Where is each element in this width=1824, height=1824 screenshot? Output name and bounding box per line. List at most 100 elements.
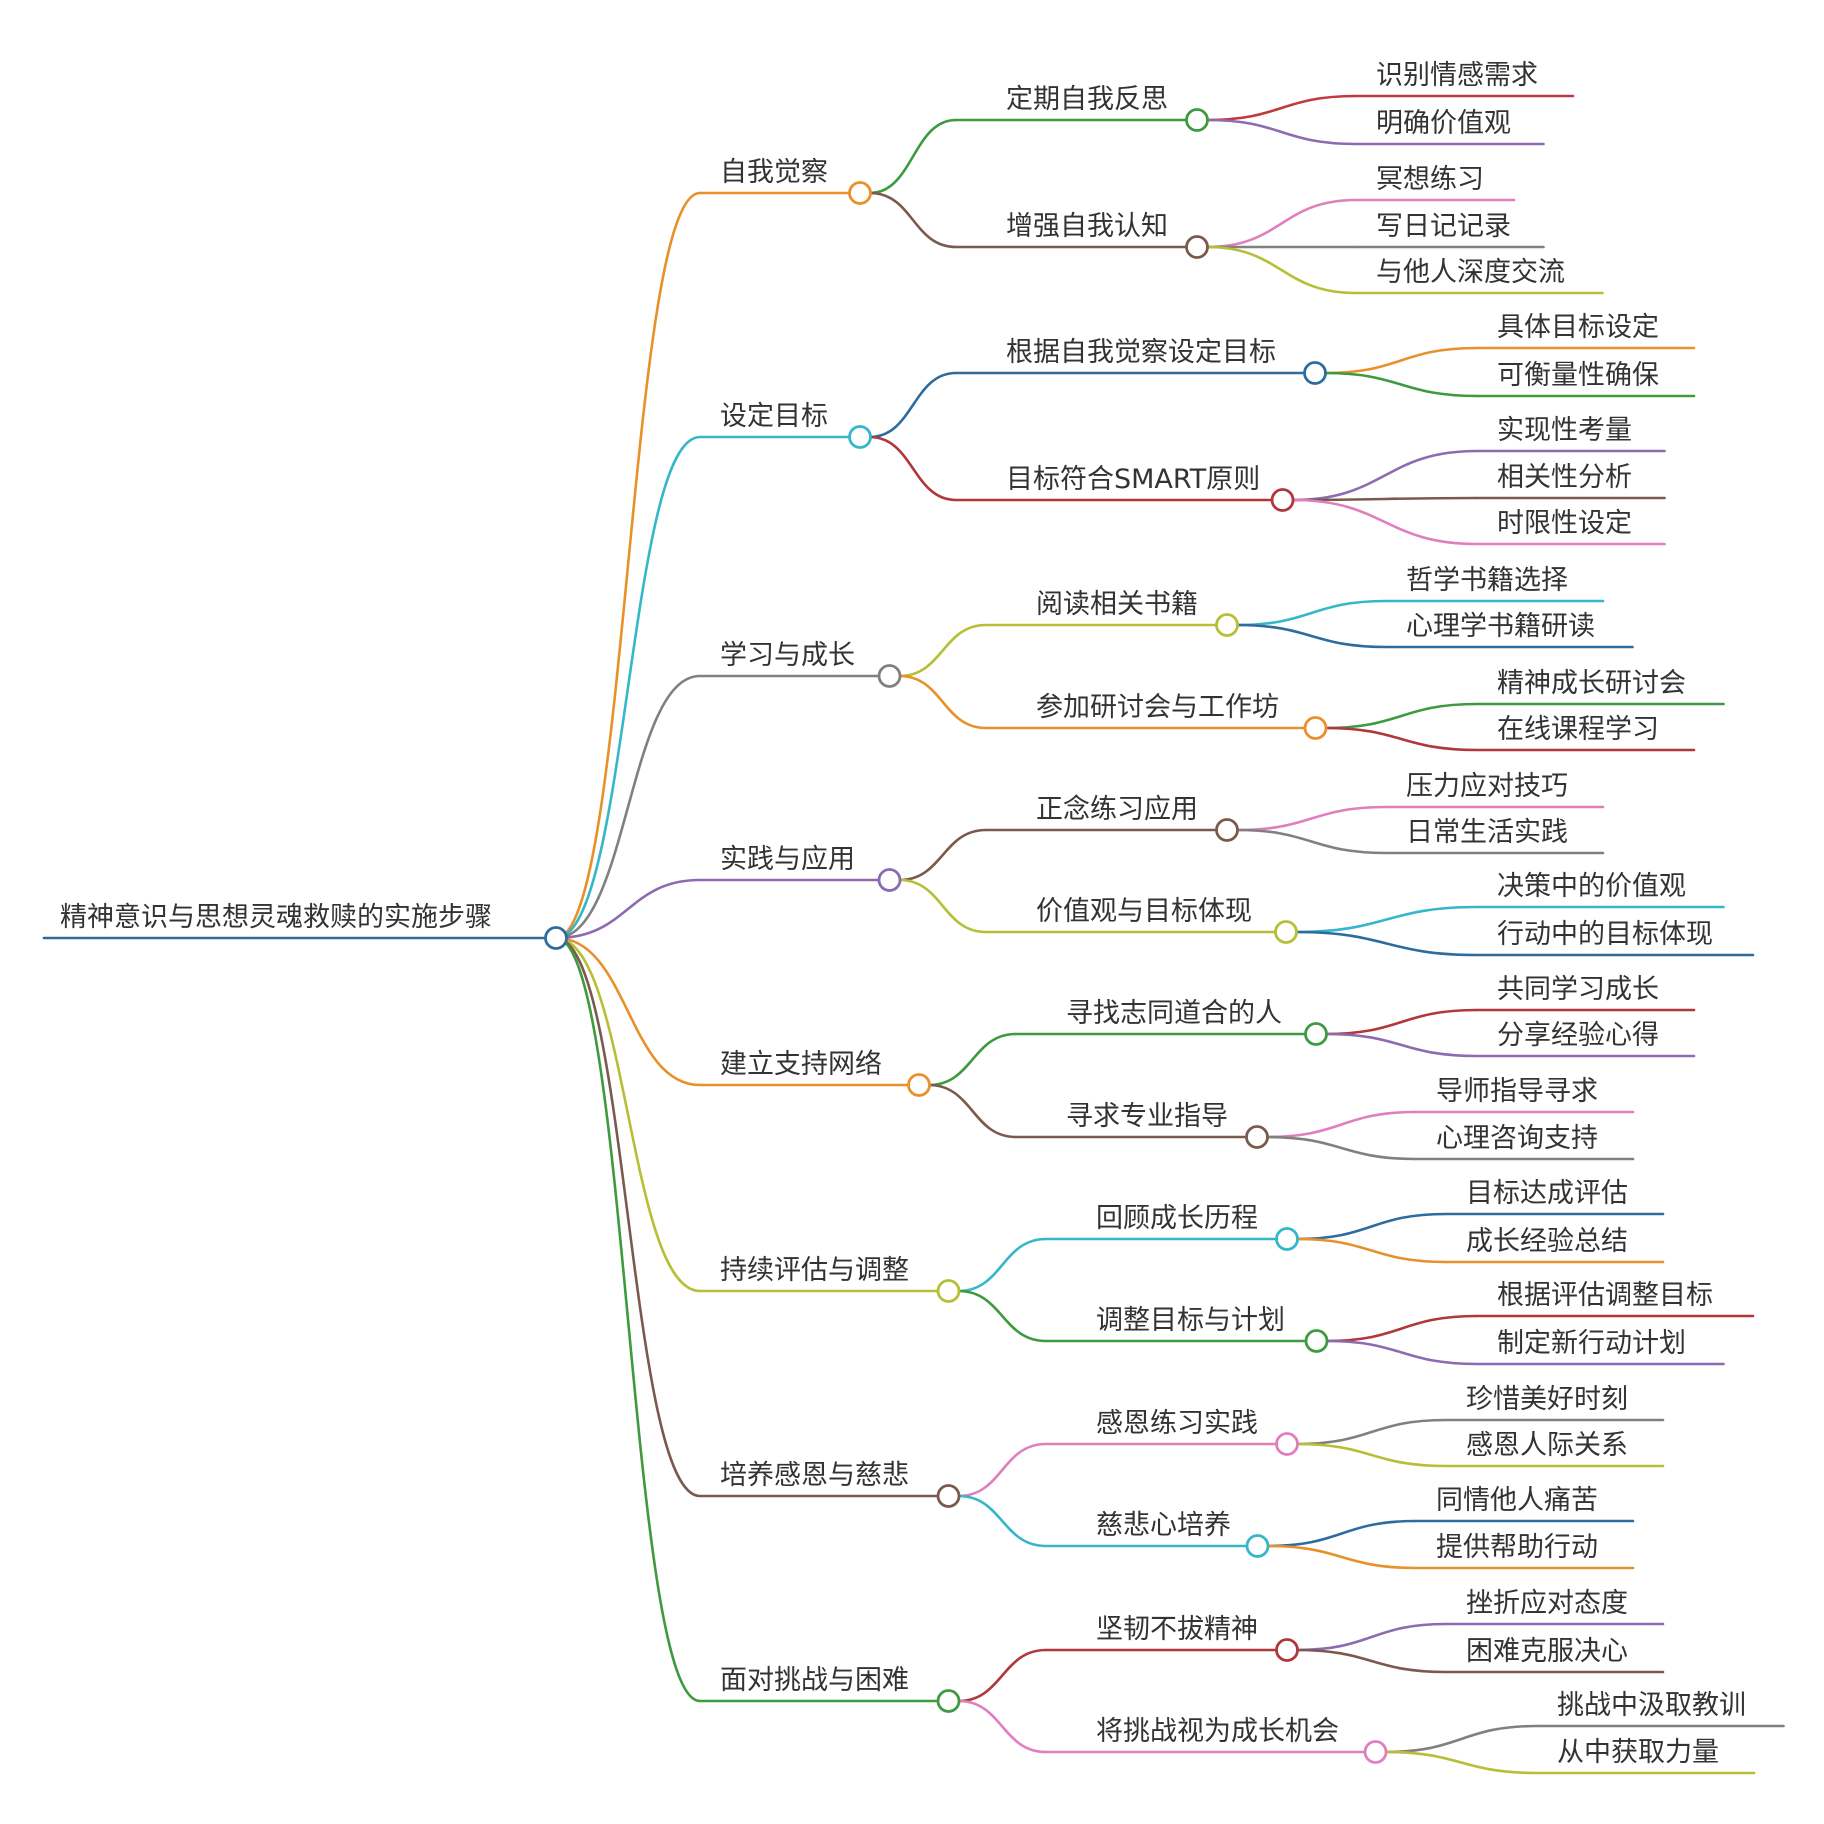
subtopic-node[interactable]	[1274, 920, 1298, 944]
node-circles	[544, 108, 1388, 1764]
leaf-connector	[1325, 1032, 1478, 1058]
leaf-connector	[1266, 1135, 1417, 1161]
leaf-topic: 实现性考量	[1497, 415, 1632, 446]
leaf-topic: 制定新行动计划	[1497, 1328, 1686, 1359]
branch-node[interactable]	[936, 1279, 961, 1303]
leaf-topic: 时限性设定	[1497, 508, 1632, 539]
leaf-connector	[1267, 1519, 1417, 1548]
leaf-topic: 提供帮助行动	[1436, 1532, 1598, 1563]
subtopic-connector	[899, 674, 987, 730]
subtopic: 回顾成长历程	[1096, 1203, 1258, 1234]
leaf-topic: 与他人深度交流	[1376, 257, 1565, 288]
subtopic: 参加研讨会与工作坊	[1036, 692, 1279, 723]
leaf-connector	[1326, 1314, 1478, 1343]
leaf-topic: 感恩人际关系	[1466, 1430, 1628, 1461]
branch-connector	[555, 936, 701, 1087]
subtopic-node[interactable]	[1185, 108, 1209, 132]
branch-node[interactable]	[877, 868, 902, 892]
leaf-topic: 明确价值观	[1376, 108, 1511, 139]
subtopic: 定期自我反思	[1006, 84, 1168, 115]
leaf-topic: 压力应对技巧	[1406, 771, 1568, 802]
leaf-connector	[1296, 1648, 1447, 1674]
branch-node[interactable]	[936, 1689, 961, 1713]
leaf-connector	[1325, 702, 1478, 730]
subtopic-connector	[869, 435, 957, 502]
subtopic-node[interactable]	[1275, 1638, 1299, 1662]
leaf-topic: 挑战中汲取教训	[1557, 1690, 1746, 1721]
subtopic: 目标符合SMART原则	[1006, 464, 1260, 495]
branch-connector	[555, 674, 701, 940]
leaf-connector	[1385, 1750, 1538, 1775]
subtopic-connector	[899, 623, 987, 678]
leaf-connector	[1296, 1442, 1447, 1468]
leaf-connector	[1267, 1544, 1417, 1570]
branch-node[interactable]	[848, 425, 872, 449]
subtopic: 调整目标与计划	[1096, 1305, 1285, 1336]
subtopic: 增强自我认知	[1006, 211, 1168, 242]
subtopic-node[interactable]	[1304, 1329, 1329, 1353]
node-labels: 精神意识与思想灵魂救赎的实施步骤自我觉察定期自我反思识别情感需求明确价值观增强自…	[60, 60, 1746, 1768]
leaf-topic: 根据评估调整目标	[1497, 1280, 1713, 1311]
leaf-topic: 心理学书籍研读	[1406, 611, 1595, 642]
leaf-connector	[1324, 346, 1478, 375]
leaf-topic: 可衡量性确保	[1497, 360, 1659, 391]
subtopic: 坚韧不拔精神	[1096, 1614, 1258, 1645]
leaf-connector	[1296, 1418, 1447, 1446]
subtopic-node[interactable]	[1304, 1022, 1328, 1046]
leaf-connector	[1295, 905, 1478, 934]
leaf-topic: 困难克服决心	[1466, 1636, 1628, 1667]
leaf-connector	[1295, 930, 1478, 957]
leaf-topic: 哲学书籍选择	[1406, 565, 1568, 596]
branch-topic: 持续评估与调整	[720, 1255, 909, 1286]
branch-topic: 面对挑战与困难	[720, 1665, 909, 1696]
subtopic-node[interactable]	[1270, 488, 1295, 512]
subtopic-node[interactable]	[1185, 235, 1209, 259]
leaf-topic: 精神成长研讨会	[1497, 668, 1686, 699]
subtopic-node[interactable]	[1303, 361, 1327, 385]
subtopic-node[interactable]	[1363, 1740, 1388, 1764]
subtopic-node[interactable]	[1275, 1227, 1299, 1251]
subtopic-connector	[869, 118, 957, 195]
subtopic-connector	[958, 1442, 1047, 1498]
subtopic-connector	[869, 371, 957, 439]
subtopic-node[interactable]	[1245, 1125, 1269, 1149]
subtopic-connector	[958, 1289, 1047, 1343]
subtopic-connector	[958, 1699, 1047, 1754]
subtopic-connector	[958, 1648, 1047, 1703]
branch-node[interactable]	[936, 1484, 961, 1508]
leaf-connector	[1292, 449, 1478, 502]
subtopic-node[interactable]	[1275, 1432, 1299, 1456]
root-node[interactable]	[544, 926, 568, 950]
leaf-topic: 识别情感需求	[1376, 60, 1538, 91]
branch-topic: 学习与成长	[720, 640, 855, 671]
branch-node[interactable]	[848, 181, 872, 205]
subtopic-node[interactable]	[1215, 613, 1239, 637]
leaf-connector	[1206, 94, 1357, 122]
branch-topic: 实践与应用	[720, 844, 855, 875]
branch-node[interactable]	[877, 664, 902, 688]
branch-topic: 培养感恩与慈悲	[720, 1460, 909, 1491]
subtopic: 正念练习应用	[1036, 794, 1198, 825]
leaf-topic: 在线课程学习	[1497, 714, 1659, 745]
leaf-connector	[1236, 623, 1387, 649]
subtopic-node[interactable]	[1215, 818, 1239, 842]
leaf-topic: 挫折应对态度	[1466, 1588, 1628, 1619]
subtopic-node[interactable]	[1303, 716, 1328, 740]
leaf-connector	[1206, 198, 1357, 249]
branch-connector	[555, 936, 701, 1703]
leaf-connector	[1385, 1724, 1538, 1754]
leaf-connector	[1266, 1110, 1417, 1139]
branch-topic: 建立支持网络	[720, 1049, 882, 1080]
branch-connector	[555, 936, 701, 1498]
branch-topic: 自我觉察	[720, 157, 828, 188]
leaf-topic: 行动中的目标体现	[1497, 919, 1713, 950]
branch-connector	[555, 435, 701, 940]
subtopic-connector	[899, 828, 987, 882]
branch-connector	[555, 878, 701, 940]
branch-node[interactable]	[907, 1073, 931, 1097]
subtopic: 根据自我觉察设定目标	[1006, 337, 1276, 368]
subtopic-node[interactable]	[1245, 1534, 1270, 1558]
leaf-connector	[1296, 1212, 1447, 1241]
leaf-topic: 具体目标设定	[1497, 312, 1659, 343]
